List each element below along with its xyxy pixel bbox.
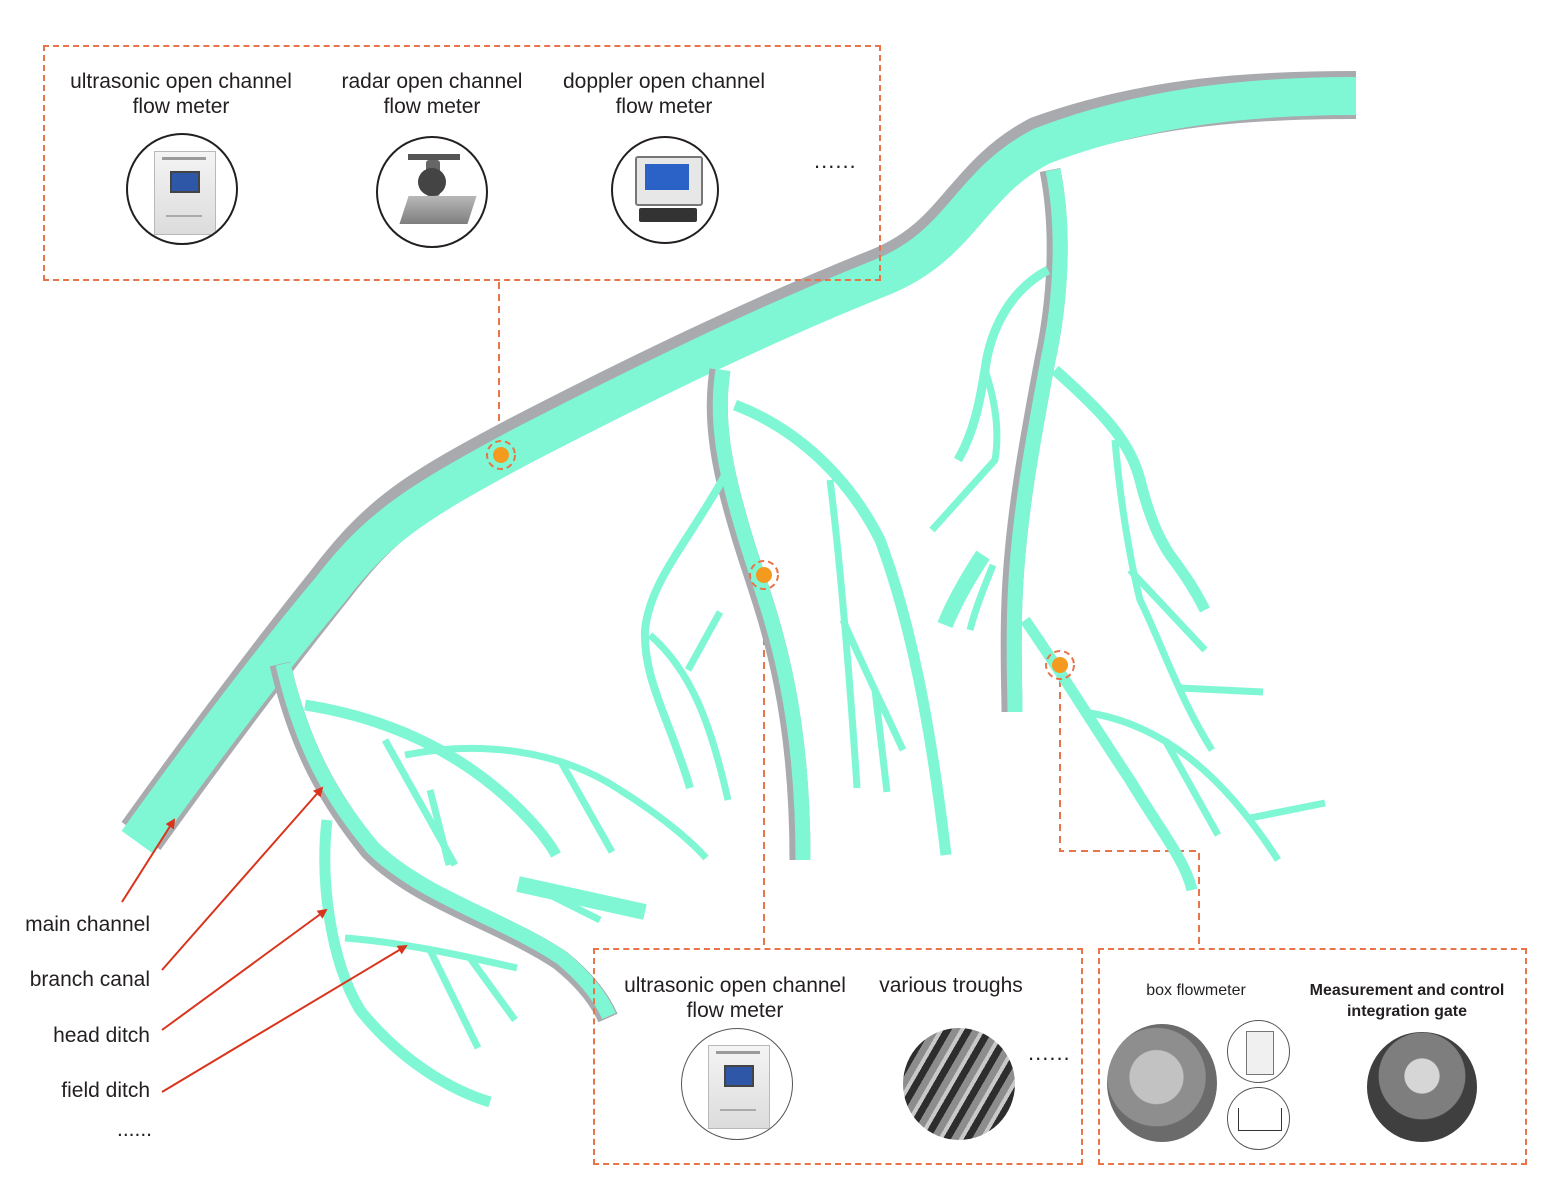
box-flowmeter-diagram-icon [1227, 1020, 1290, 1083]
field-ditch [871, 689, 891, 793]
field-ditch [556, 758, 616, 854]
more-indicator: ...... [814, 148, 857, 173]
field-ditch [404, 744, 709, 861]
head-ditch [733, 399, 952, 856]
field-ditch [647, 632, 732, 801]
trough-photo-icon [903, 1028, 1015, 1140]
radar-sensor-icon [376, 136, 488, 248]
branch-canal-left [275, 662, 616, 1020]
device-label: Measurement and control integration gate [1309, 982, 1505, 1020]
device-label: radar open channel flow meter [341, 70, 523, 118]
legend-head-ditch: head ditch [53, 1024, 150, 1047]
field-ditch [1089, 709, 1281, 862]
gate-photo-icon [1367, 1032, 1477, 1142]
field-ditch [518, 876, 602, 924]
connector-field-marker [1059, 680, 1200, 948]
doppler-meter-icon [611, 136, 719, 244]
legend-arrow-head-ditch [161, 908, 328, 1031]
top-device-panel [43, 45, 881, 281]
field-ditch [1111, 439, 1215, 752]
legend-branch-canal: branch canal [29, 968, 150, 991]
controller-box-icon [126, 133, 238, 245]
field-ditch [684, 610, 724, 672]
field-ditch [426, 948, 482, 1050]
device-label: doppler open channel flow meter [562, 70, 765, 118]
measurement-marker [486, 440, 516, 470]
bottom-mid-device-panel [593, 948, 1083, 1165]
device-label: various troughs [879, 974, 1023, 997]
head-ditch [319, 819, 492, 1108]
head-ditch [640, 468, 732, 790]
field-ditch [467, 955, 518, 1023]
head-ditch [1051, 365, 1210, 613]
field-ditch [1179, 684, 1264, 696]
field-ditch [344, 934, 518, 972]
legend-arrow-branch-canal [161, 786, 324, 971]
head-ditch [304, 699, 561, 858]
legend-arrow-main-channel [121, 818, 176, 903]
main-channel [121, 77, 1357, 854]
bottom-right-device-panel [1098, 948, 1527, 1165]
box-flowmeter-section-icon [1227, 1087, 1290, 1150]
box-flowmeter-photo-icon [1107, 1024, 1217, 1142]
device-label: box flowmeter [1146, 982, 1246, 999]
field-ditch [1161, 738, 1222, 837]
field-ditch [826, 479, 861, 789]
branch-canal-right [1006, 168, 1068, 713]
field-ditch [426, 789, 453, 866]
field-ditch [1127, 567, 1208, 653]
head-ditch [937, 550, 990, 629]
measurement-marker [749, 560, 779, 590]
field-ditch [929, 368, 1001, 533]
field-ditch [839, 618, 907, 752]
legend-more-indicator: ...... [116, 1118, 152, 1141]
device-label: ultrasonic open channel flow meter [624, 974, 846, 1022]
controller-box-icon [681, 1028, 793, 1140]
legend-main-channel: main channel [25, 913, 150, 936]
measurement-marker [1045, 650, 1075, 680]
more-indicator: ...... [1028, 1040, 1071, 1065]
legend-field-ditch: field ditch [61, 1079, 150, 1102]
legend-arrow-field-ditch [161, 944, 408, 1093]
device-label: ultrasonic open channel flow meter [70, 70, 292, 118]
head-ditch [966, 563, 997, 631]
branch-canal-mid [712, 368, 811, 861]
field-ditch [1249, 799, 1326, 822]
head-ditch [954, 266, 1051, 463]
